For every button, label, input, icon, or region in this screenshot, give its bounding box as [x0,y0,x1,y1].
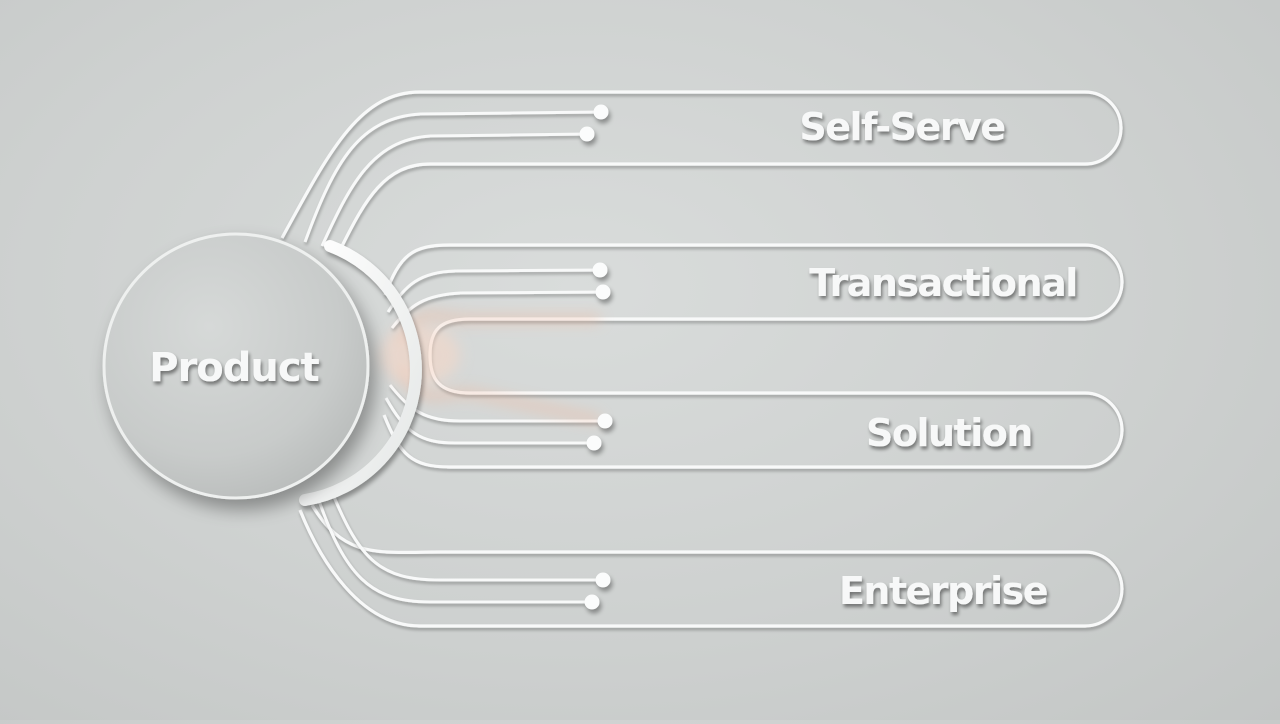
connector-line [316,497,592,604]
branch-label-enterprise: Enterprise [839,569,1047,613]
branch-outline-self-serve [280,90,1123,247]
connector-line [384,397,594,445]
endpoint-dot [586,435,602,451]
endpoint-dot [597,413,613,429]
endpoint-dot [592,262,608,278]
connector-line [330,491,603,582]
branch-label-solution: Solution [866,411,1032,455]
hub-node: Product [102,232,422,506]
endpoint-dot [595,284,611,300]
hub-rim [299,240,422,506]
endpoint-dot [593,104,609,120]
branch-label-self-serve: Self-Serve [799,105,1004,149]
connector-line [320,132,588,247]
connector-line [388,384,605,423]
connector-line [390,290,604,329]
endpoint-dot [579,126,595,142]
endpoint-dot [584,594,600,610]
branch-outline-enterprise [298,504,1124,628]
branch-label-transactional: Transactional [809,261,1077,305]
endpoint-dot [595,572,611,588]
branch-outline-solution [382,391,1124,469]
hub-circle [102,232,370,500]
connector-line [303,110,601,243]
hub-label: Product [149,345,319,391]
